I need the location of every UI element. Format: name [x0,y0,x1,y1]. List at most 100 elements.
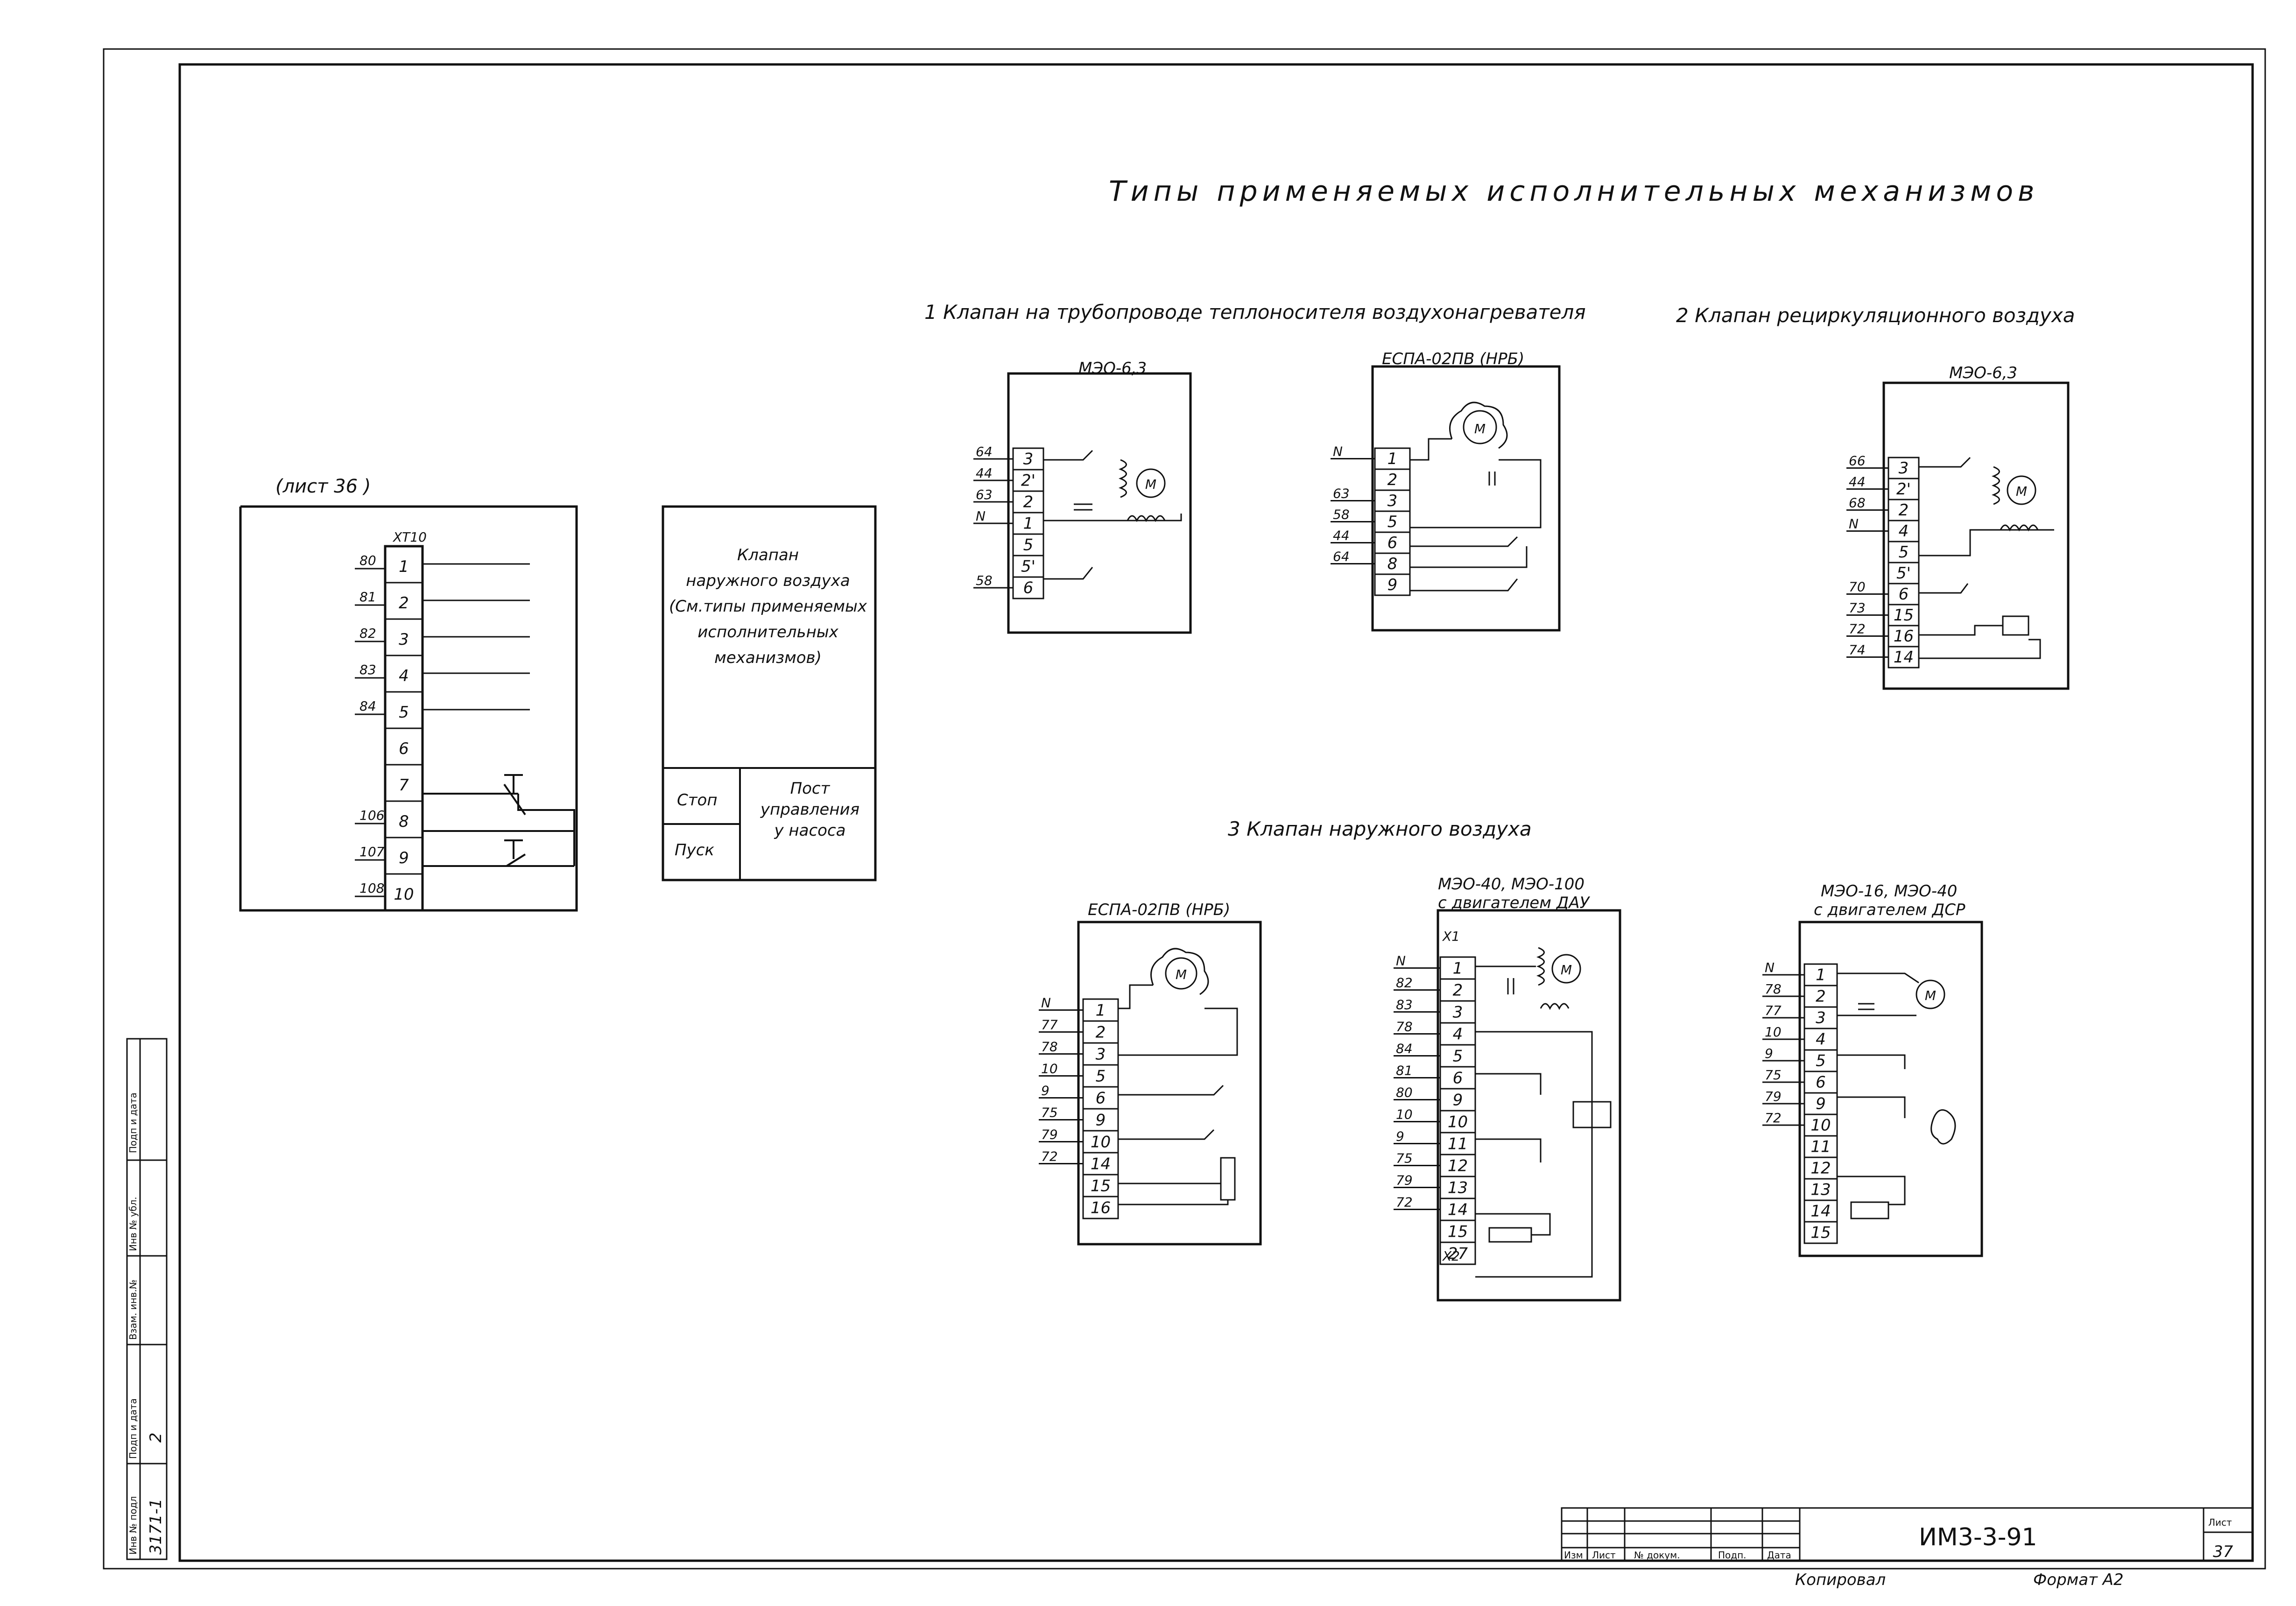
valve-box-line-5: механизмов) [714,648,822,667]
paper-format: Формат А2 [2033,1571,2124,1589]
motor-icon [2007,475,2036,505]
stamp-handwritten: 2 [147,1432,165,1443]
left-wire-number: 81 [359,589,376,605]
device-3-name: МЭО-6,3 [1949,364,2017,382]
left-terminal [384,873,423,911]
start-label: Пуск [675,841,714,859]
tb-header-date: Дата [1767,1550,1791,1561]
motor-label-3: М [2016,484,2027,499]
d5-terminal-number: 3 [1453,1003,1463,1021]
d2-terminal-number: 8 [1387,555,1398,573]
d4-terminal-number: 14 [1091,1155,1111,1173]
d3-terminal-number: 14 [1894,648,1914,667]
device-2-name: ЕСПА-02ПВ (НРБ) [1382,350,1524,368]
d1-terminal-number: 2' [1021,472,1035,490]
d4-terminal-number: 2 [1096,1023,1106,1042]
d2-wire-number: 64 [1333,549,1350,564]
d1-wire-number: 58 [976,573,993,588]
tb-header-sign: Подп. [1718,1550,1747,1561]
d3-wire-number: 70 [1849,579,1866,595]
left-wire-number: 106 [359,808,384,823]
d4-wire-number: 75 [1041,1105,1058,1120]
sheet-label: Лист [2208,1517,2232,1528]
d6-terminal-number: 4 [1816,1030,1826,1049]
outer-frame [103,48,2266,1570]
d5-terminal-number: 14 [1448,1200,1468,1219]
d4-wire-number: 72 [1041,1149,1058,1164]
device-6-name-2: с двигателем ДСР [1814,901,1965,919]
d4-terminal-number: 5 [1096,1067,1106,1085]
left-terminal-number: 4 [399,667,409,685]
d6-terminal-number: 6 [1816,1073,1826,1092]
d5-terminal [1439,1241,1476,1265]
d3-wire-number: 73 [1849,600,1866,616]
left-terminal-number: 6 [399,740,409,758]
left-terminal-number: 9 [399,849,409,867]
left-wire-number: 108 [359,880,384,896]
d4-terminal-number: 15 [1091,1176,1111,1195]
d5-wire-number: 82 [1396,975,1413,991]
device-5-name-1: МЭО-40, МЭО-100 [1438,875,1585,894]
left-wire-number: 83 [359,662,376,677]
d1-terminal-number: 6 [1023,579,1034,598]
d5-terminal-number: 11 [1448,1134,1468,1153]
d3-terminal-number: 3 [1899,459,1909,478]
d6-wire-number: 75 [1765,1067,1782,1083]
motor-icon [1916,979,1945,1009]
d3-wire-number: 44 [1849,474,1866,490]
d6-wire-number: 77 [1765,1003,1782,1018]
d4-terminal [1082,1196,1119,1219]
left-block-frame [239,505,578,912]
d1-terminal-number: 1 [1023,514,1034,533]
tb-header-izm: Изм [1564,1550,1583,1561]
d6-terminal-number: 5 [1816,1052,1826,1071]
stamp-cell-1: Подп и дата [127,1092,139,1153]
inner-frame [178,63,2254,1562]
d2-wire-number: 63 [1333,486,1350,501]
d3-wire-number: N [1849,516,1859,532]
d2-terminal [1374,573,1411,596]
d5-terminal-number: 15 [1448,1222,1468,1241]
d5-wire-number: N [1396,953,1406,969]
d6-wire-number: 78 [1765,981,1782,997]
d3-terminal-number: 15 [1894,606,1914,625]
d5-wire-number: 9 [1396,1129,1404,1144]
device-5-frame [1437,909,1621,1302]
device-1-frame [1007,372,1192,634]
motor-label-6: М [1925,988,1936,1003]
d5-terminal-number: 12 [1448,1156,1468,1175]
stop-label: Стоп [677,791,718,810]
left-wire-number: 82 [359,626,376,641]
valve-box-line-1: Клапан [737,546,799,564]
d5-terminal-number: 27 [1448,1244,1468,1263]
d2-terminal-number: 5 [1387,513,1398,531]
d3-terminal-number: 2 [1899,501,1909,520]
sheet-reference: (лист 36 ) [275,476,371,497]
stamp-cell-5: Инв № подл [127,1496,139,1555]
d6-terminal-number: 13 [1810,1181,1831,1199]
d6-terminal [1803,1221,1838,1244]
d5-wire-number: 84 [1396,1041,1413,1057]
d6-wire-number: 79 [1765,1089,1782,1104]
device-4-frame [1077,921,1262,1246]
d5-wire-number: 79 [1396,1173,1413,1188]
device-2-frame [1371,365,1561,632]
d4-wire-number: 10 [1041,1061,1058,1077]
d4-terminal-number: 10 [1091,1133,1111,1151]
d5-wire-number: 72 [1396,1195,1413,1210]
device-5-terminals: 1N28238347858468198010101191275137914721… [1394,953,1476,1265]
d1-wire-number: 64 [976,444,993,459]
left-terminal-number: 5 [399,703,409,722]
motor-icon [1463,410,1497,444]
d5-wire-number: 83 [1396,997,1413,1013]
d6-terminal-number: 1 [1816,966,1826,985]
d1-terminal-number: 5' [1021,557,1035,576]
d3-wire-number: 74 [1849,642,1866,658]
d3-wire-number: 68 [1849,495,1866,511]
d2-wire-number: 44 [1333,528,1350,543]
d1-wire-number: N [976,508,986,524]
device-3-frame [1882,381,2070,690]
d5-terminal-number: 5 [1453,1047,1463,1065]
